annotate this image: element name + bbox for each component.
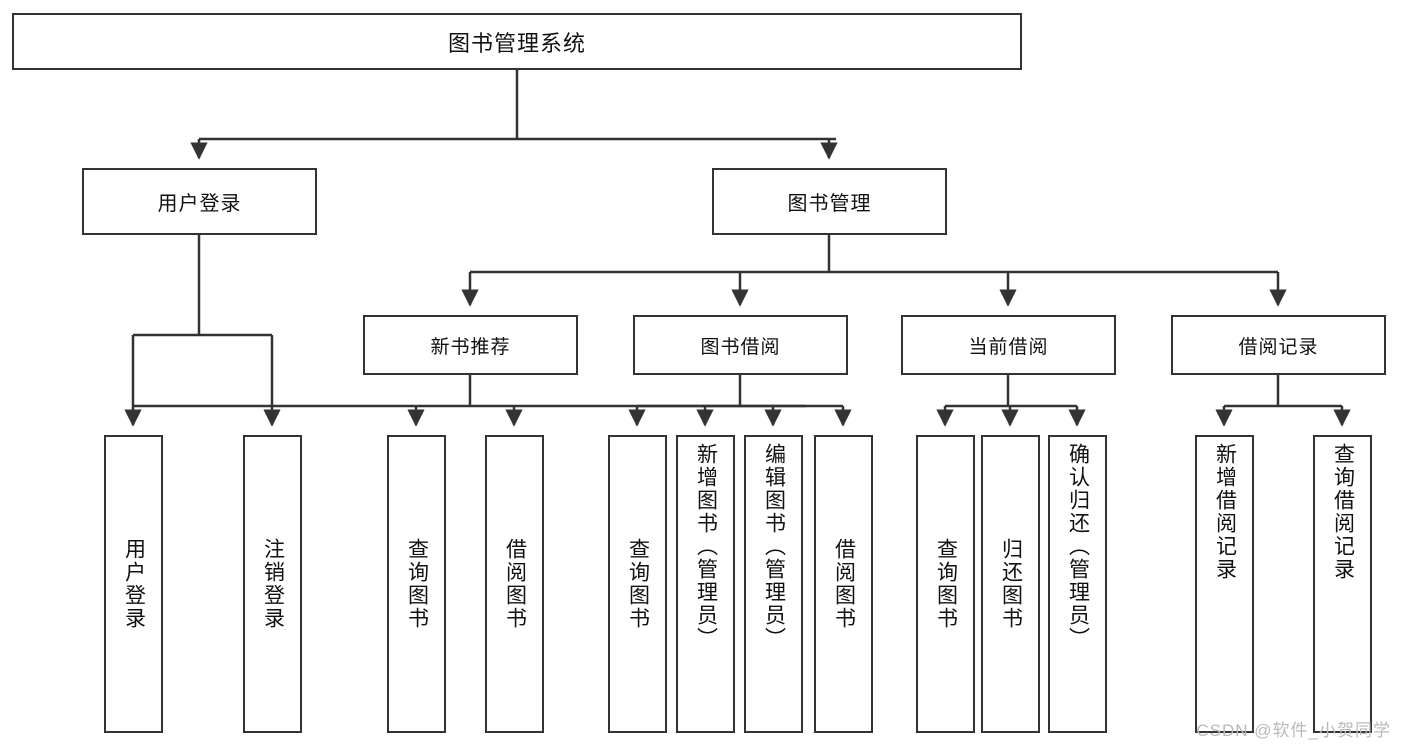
leaf-borrow-query-book[interactable]: 查询图书	[608, 435, 667, 733]
node-new-book-rec-label: 新书推荐	[430, 336, 511, 358]
leaf-record-add[interactable]: 新增借阅记录	[1195, 435, 1254, 733]
leaf-user-logout-label: 注销登录	[261, 538, 285, 630]
leaf-borrow-borrow-book[interactable]: 借阅图书	[814, 435, 873, 733]
leaf-current-confirm-return-label: 确认归还（管理员）	[1066, 443, 1090, 650]
leaf-current-confirm-return[interactable]: 确认归还（管理员）	[1048, 435, 1107, 733]
leaf-rec-borrow-book[interactable]: 借阅图书	[485, 435, 544, 733]
node-book-manage-label: 图书管理	[787, 193, 872, 215]
leaf-current-return-book[interactable]: 归还图书	[981, 435, 1040, 733]
leaf-rec-query-book-label: 查询图书	[405, 538, 429, 630]
leaf-rec-query-book[interactable]: 查询图书	[387, 435, 446, 733]
node-user-login[interactable]: 用户登录	[82, 168, 317, 235]
leaf-borrow-add-book-label: 新增图书（管理员）	[694, 443, 718, 650]
node-root[interactable]: 图书管理系统	[12, 13, 1022, 70]
leaf-record-query-label: 查询借阅记录	[1331, 443, 1355, 581]
leaf-current-query-book[interactable]: 查询图书	[916, 435, 975, 733]
node-book-borrow[interactable]: 图书借阅	[633, 315, 848, 375]
leaf-user-login-label: 用户登录	[122, 538, 146, 630]
leaf-user-logout[interactable]: 注销登录	[243, 435, 302, 733]
leaf-borrow-edit-book-label: 编辑图书（管理员）	[762, 443, 786, 650]
node-root-label: 图书管理系统	[447, 30, 586, 56]
node-new-book-rec[interactable]: 新书推荐	[363, 315, 578, 375]
leaf-user-login[interactable]: 用户登录	[104, 435, 163, 733]
leaf-borrow-query-book-label: 查询图书	[626, 538, 650, 630]
leaf-current-query-book-label: 查询图书	[934, 538, 958, 630]
node-borrow-record[interactable]: 借阅记录	[1171, 315, 1386, 375]
leaf-borrow-edit-book[interactable]: 编辑图书（管理员）	[744, 435, 803, 733]
leaf-record-add-label: 新增借阅记录	[1213, 443, 1237, 581]
leaf-record-query[interactable]: 查询借阅记录	[1313, 435, 1372, 733]
leaf-borrow-borrow-book-label: 借阅图书	[832, 538, 856, 630]
csdn-watermark: CSDN @软件_小贺同学	[1196, 721, 1391, 740]
node-book-manage[interactable]: 图书管理	[712, 168, 947, 235]
leaf-current-return-book-label: 归还图书	[999, 538, 1023, 630]
node-current-borrow[interactable]: 当前借阅	[901, 315, 1116, 375]
node-current-borrow-label: 当前借阅	[968, 336, 1049, 358]
node-book-borrow-label: 图书借阅	[700, 336, 781, 358]
node-user-login-label: 用户登录	[157, 193, 242, 215]
leaf-rec-borrow-book-label: 借阅图书	[503, 538, 527, 630]
node-borrow-record-label: 借阅记录	[1238, 336, 1319, 358]
leaf-borrow-add-book[interactable]: 新增图书（管理员）	[676, 435, 735, 733]
